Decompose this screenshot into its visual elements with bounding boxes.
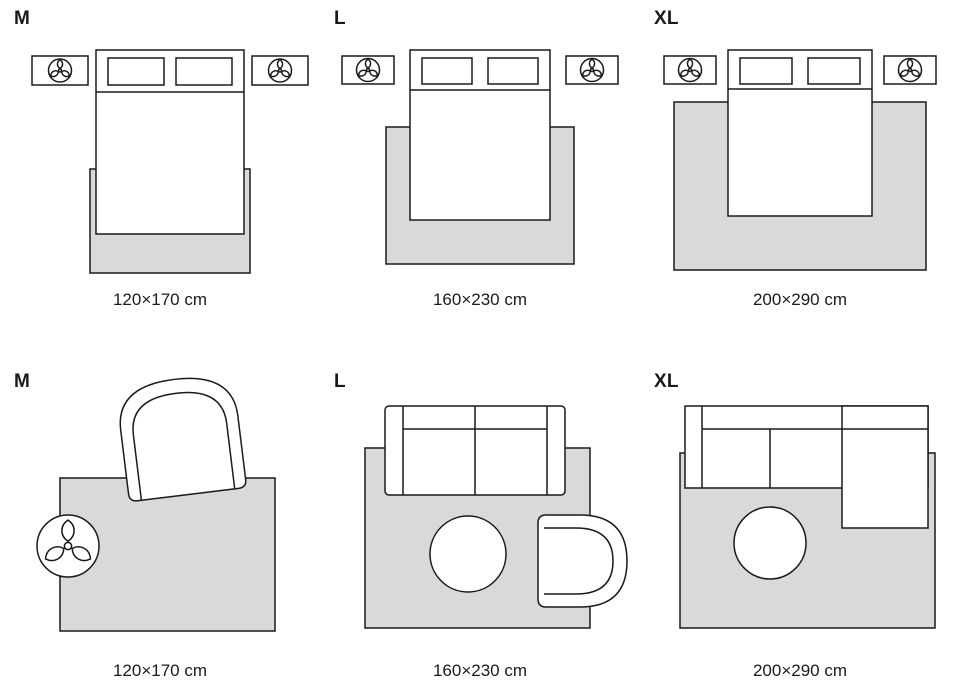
nightstand-right: [883, 55, 937, 85]
side-table-top: [36, 514, 100, 578]
size-label: XL: [654, 8, 679, 29]
size-caption: 200×290 cm: [752, 290, 848, 309]
size-label: M: [14, 8, 31, 29]
coffee-table: [733, 506, 807, 580]
bed: [95, 49, 245, 235]
pillow-left: [421, 57, 473, 85]
pillow-right: [175, 57, 233, 86]
bedroom-diagram-xl: [663, 49, 937, 271]
sectional-sofa: [684, 405, 929, 529]
pillow-right: [807, 57, 861, 85]
size-caption: 120×170 cm: [112, 661, 208, 680]
size-caption: 120×170 cm: [112, 290, 208, 309]
bed: [409, 49, 551, 221]
living-room-panel-l: L 160×230 cm: [320, 345, 640, 690]
nightstand-right: [565, 55, 619, 85]
living-room-panel-m: M 120×170 cm: [0, 345, 320, 690]
size-label: L: [334, 8, 346, 29]
bedroom-panel-l: L 160×230 cm: [320, 0, 640, 345]
bedroom-diagram-m: [31, 49, 309, 274]
nightstand-left: [663, 55, 717, 85]
coffee-table: [429, 515, 507, 593]
living-room-diagram-l: [364, 405, 628, 629]
nightstand-right: [251, 55, 309, 86]
size-label: XL: [654, 371, 679, 392]
armchair: [119, 377, 247, 502]
size-label: M: [14, 371, 31, 392]
side-table: [36, 514, 100, 578]
nightstand-left: [31, 55, 89, 86]
size-caption: 160×230 cm: [432, 661, 528, 680]
size-caption: 200×290 cm: [752, 661, 848, 680]
sofa: [384, 405, 566, 496]
nightstand-left: [341, 55, 395, 85]
sofa-chaise: [841, 405, 929, 529]
armchair-seat-line: [132, 391, 236, 501]
size-caption: 160×230 cm: [432, 290, 528, 309]
living-room-diagram-xl: [679, 405, 936, 629]
living-room-diagram-m: [36, 377, 276, 632]
pillow-right: [487, 57, 539, 85]
bedroom-panel-xl: XL 200×290 cm: [640, 0, 960, 345]
armchair-shell: [119, 377, 247, 502]
living-room-panel-xl: XL 200×290 cm: [640, 345, 960, 690]
bedroom-panel-m: M 120×170 cm: [0, 0, 320, 345]
armchair: [537, 514, 628, 608]
size-label: L: [334, 371, 346, 392]
pillow-left: [739, 57, 793, 85]
bed: [727, 49, 873, 217]
pillow-left: [107, 57, 165, 86]
armchair-seat-line: [544, 527, 614, 595]
bedroom-diagram-l: [341, 49, 619, 265]
